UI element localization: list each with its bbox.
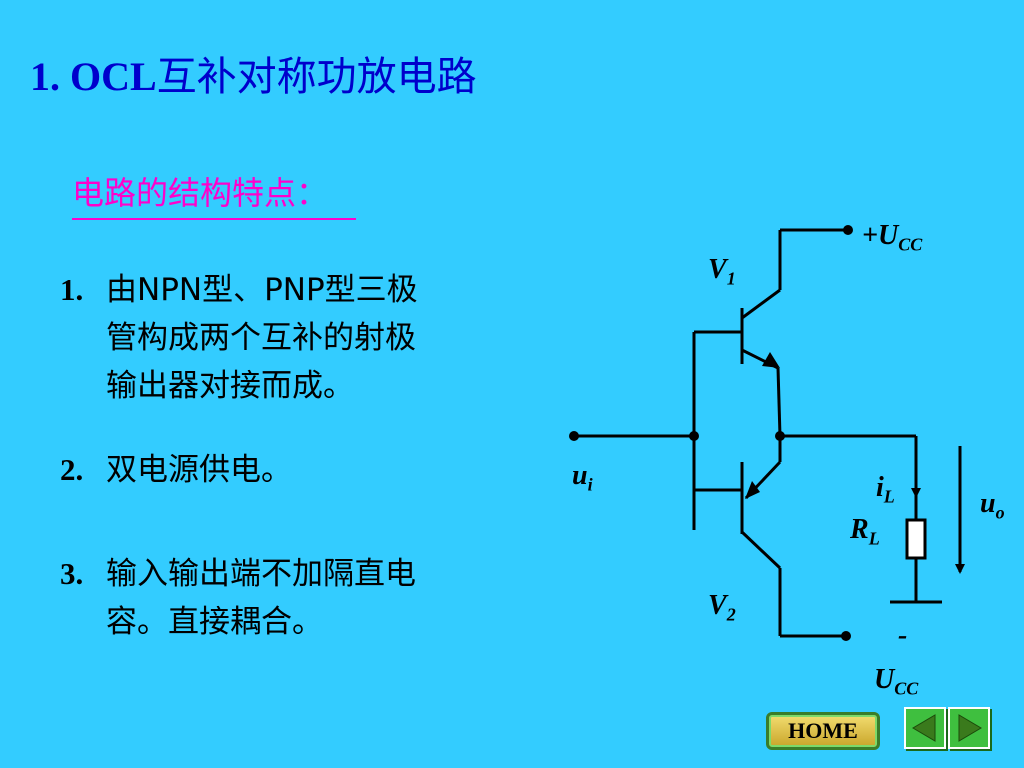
title-text: 互补对称功放电路 <box>156 54 477 100</box>
vcc-negative-label: UCC <box>874 664 919 699</box>
v2-emitter-arrow <box>745 481 760 499</box>
point-text-line: 容。直接耦合。 <box>106 604 323 640</box>
previous-slide-button[interactable] <box>904 707 946 749</box>
point-text-line: 管构成两个互补的射极 <box>106 320 416 356</box>
point-text-line: 输入输出端不加隔直电 <box>106 556 416 592</box>
next-slide-button[interactable] <box>948 707 990 749</box>
point-text-line: 由NPN型、PNP型三极 <box>106 272 418 308</box>
section-subtitle: 电路的结构特点： <box>72 168 357 220</box>
circuit-nodes <box>569 225 853 641</box>
input-voltage-label: ui <box>572 460 593 495</box>
circuit-wires <box>574 228 942 638</box>
load-resistor <box>905 518 927 560</box>
v2-label: V2 <box>708 590 736 625</box>
vcc-positive-label: +UCC <box>862 220 923 255</box>
point-1: 1. 由NPN型、PNP型三极 管构成两个互补的射极 输出器对接而成。 <box>60 266 520 410</box>
v1-label: V1 <box>708 254 736 289</box>
left-triangle-icon <box>912 714 936 742</box>
output-voltage-label: uo <box>980 488 1005 523</box>
point-number: 1. <box>60 272 84 307</box>
point-3: 3. 输入输出端不加隔直电 容。直接耦合。 <box>60 550 520 646</box>
vcc-negative-sign: - <box>898 620 908 651</box>
right-triangle-icon <box>958 714 982 742</box>
v1-emitter-arrow <box>762 352 780 368</box>
point-number: 2. <box>60 452 84 487</box>
home-button[interactable]: HOME <box>766 712 880 750</box>
point-2: 2. 双电源供电。 <box>60 446 520 494</box>
point-text-line: 双电源供电。 <box>106 452 292 488</box>
load-current-label: iL <box>876 472 895 507</box>
point-text-line: 输出器对接而成。 <box>106 368 354 404</box>
load-resistor-label: RL <box>850 514 880 549</box>
page-title: 1. OCL互补对称功放电路 <box>30 44 477 102</box>
title-number: 1. OCL <box>30 54 157 99</box>
point-number: 3. <box>60 556 84 591</box>
